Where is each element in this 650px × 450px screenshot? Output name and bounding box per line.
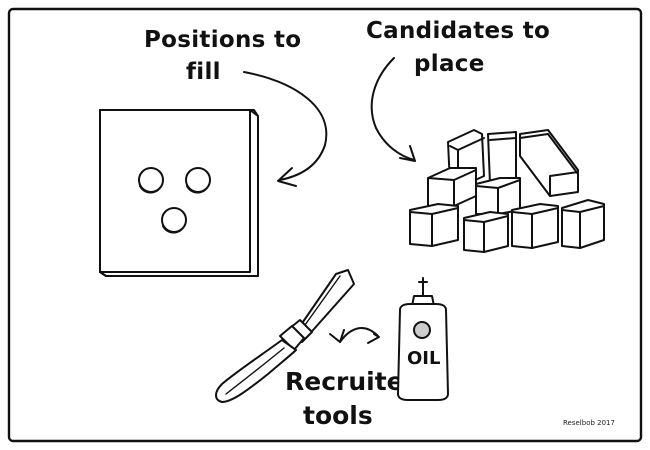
candidate-peg — [519, 129, 579, 197]
board-hole — [161, 207, 187, 234]
candidate-peg — [409, 203, 459, 247]
candidate-pegs-pile — [409, 129, 605, 253]
oil-bottle: OIL — [397, 277, 449, 401]
candidate-peg — [427, 167, 477, 207]
candidate-peg — [463, 211, 509, 253]
positions-label-line1: Positions to — [144, 27, 301, 53]
tools-label-line1: Recruiter — [285, 367, 417, 396]
candidate-peg — [511, 203, 559, 249]
candidate-peg — [561, 199, 605, 249]
chisel-tool — [215, 269, 355, 403]
candidates-label-line1: Candidates to — [366, 18, 550, 44]
tools-label-line2: tools — [303, 401, 373, 430]
tools-double-arrow — [329, 327, 380, 344]
signature: Reselbob 2017 — [563, 419, 615, 427]
board-hole — [138, 167, 164, 194]
candidate-peg — [487, 131, 517, 185]
positions-label-line2: fill — [186, 59, 221, 85]
candidates-label-line2: place — [414, 51, 485, 77]
board-hole — [185, 167, 211, 194]
oil-bottle-label: OIL — [407, 348, 440, 369]
candidates-arrow — [370, 57, 416, 162]
positions-board — [99, 109, 259, 277]
oil-bottle-cap-dot — [413, 321, 431, 339]
positions-arrow — [243, 71, 328, 187]
candidate-peg — [475, 177, 521, 215]
